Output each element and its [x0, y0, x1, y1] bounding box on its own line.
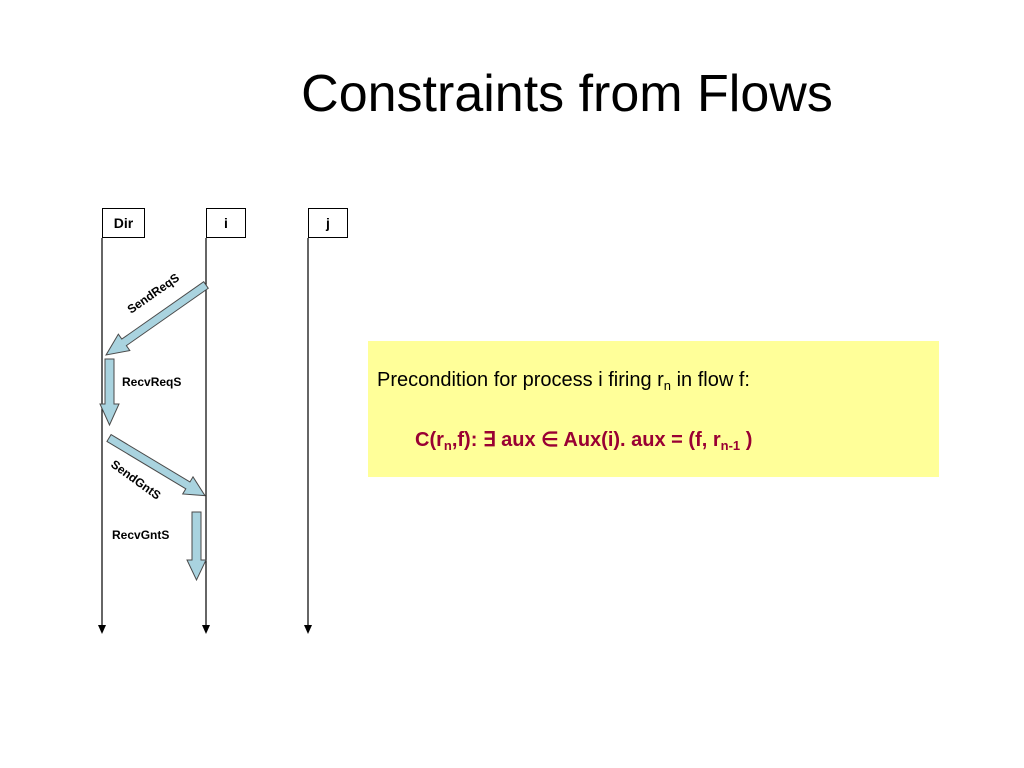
slide-title: Constraints from Flows — [301, 65, 833, 123]
precondition-note: Precondition for process i firing rn in … — [368, 341, 939, 477]
recv-req-label: RecvReqS — [122, 375, 181, 389]
constraint-formula: C(rn,f): ∃ aux ∈ Aux(i). aux = (f, rn-1 … — [415, 429, 753, 453]
recv-req-arrow — [99, 358, 120, 427]
lifeline-j-arrowhead — [304, 625, 312, 634]
precondition-text: Precondition for process i firing rn in … — [377, 369, 750, 393]
lane-j-box: j — [308, 208, 348, 238]
recv-gnt-label: RecvGntS — [112, 528, 169, 542]
lane-dir-box: Dir — [102, 208, 145, 238]
lane-i-box: i — [206, 208, 246, 238]
lifeline-i-arrowhead — [202, 625, 210, 634]
lifeline-dir-arrowhead — [98, 625, 106, 634]
recv-gnt-arrow — [186, 511, 207, 582]
send-gnt-arrow — [106, 433, 206, 497]
send-req-arrow — [105, 281, 209, 356]
